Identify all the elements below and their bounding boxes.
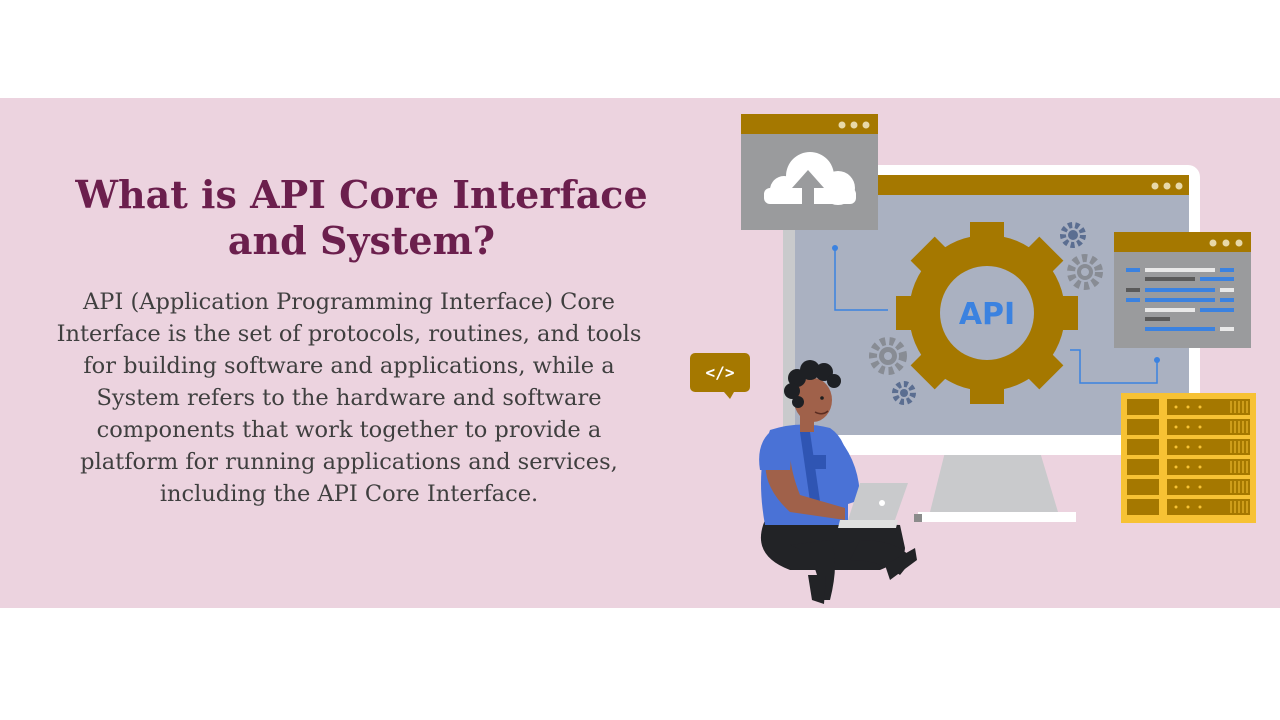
code-bubble-label: </> [706,363,735,382]
gear-label: API [959,297,1015,332]
api-illustration: API [690,114,1256,604]
code-window-icon [1114,232,1251,348]
gear-icon [869,222,1103,405]
cloud-upload-icon [741,114,878,230]
monitor-stand [914,452,1076,522]
connector-lines [834,248,1158,384]
code-bubble-icon: </> [690,353,750,399]
page-title: What is API Core Interface and System? [75,172,648,263]
body-paragraph: API (Application Programming Interface) … [56,289,642,507]
api-gear-icon: API [896,222,1078,404]
developer-person-icon [759,360,917,604]
server-rack-icon [1121,393,1256,523]
